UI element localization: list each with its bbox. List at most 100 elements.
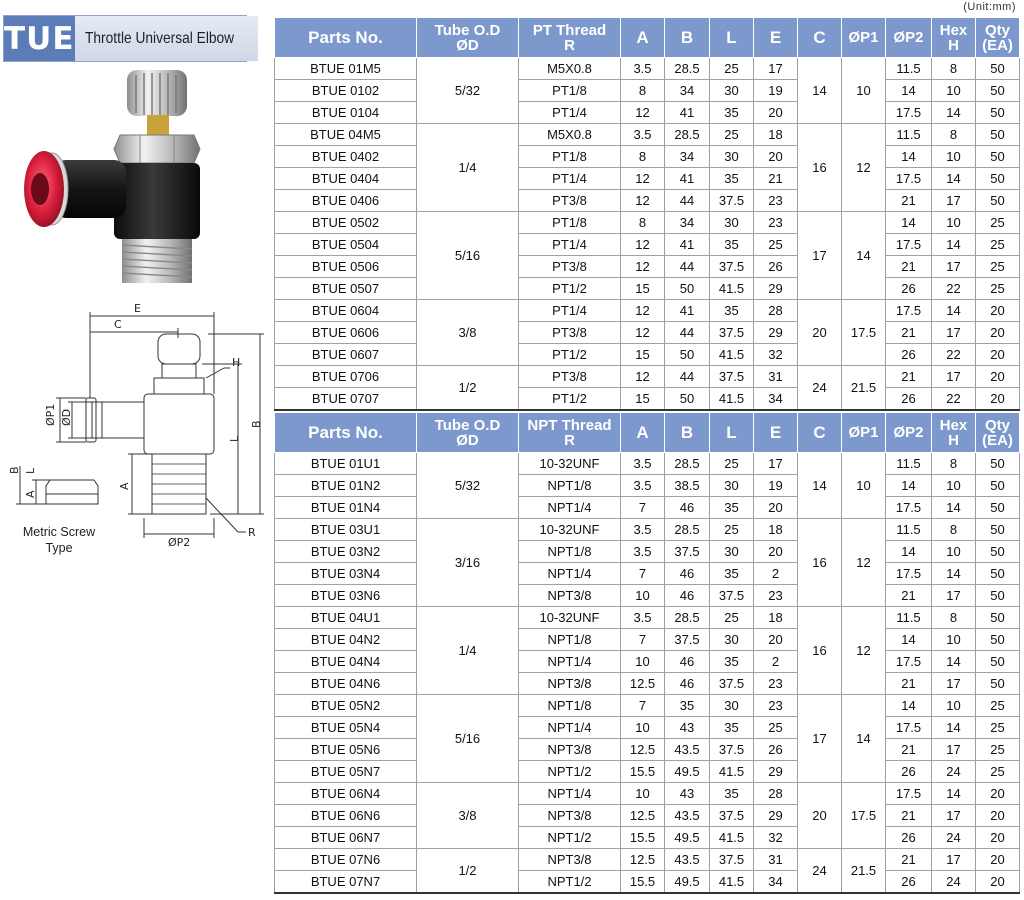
- dim-label: ØP1: [44, 404, 57, 426]
- cell-p1: 10: [841, 57, 886, 124]
- cell-a: 8: [620, 145, 665, 168]
- cell-tube-od: 1/2: [416, 365, 519, 410]
- cell-part-no: BTUE 06N7: [274, 826, 417, 849]
- cell-p2: 21: [885, 804, 932, 827]
- cell-l: 30: [709, 145, 754, 168]
- cell-p2: 17.5: [885, 650, 932, 673]
- brass-stem: [147, 115, 169, 135]
- cell-a: 12: [620, 101, 665, 124]
- col-header-a: A: [620, 17, 665, 58]
- cell-part-no: BTUE 05N7: [274, 760, 417, 783]
- cell-c: 17: [797, 211, 842, 300]
- cell-hex: 10: [931, 211, 976, 234]
- cell-p2: 26: [885, 387, 932, 410]
- cell-tube-od: 3/8: [416, 782, 519, 849]
- cell-b: 46: [664, 496, 710, 519]
- cell-p2: 26: [885, 277, 932, 300]
- dim-label: C: [114, 318, 122, 331]
- cell-qty: 50: [975, 452, 1020, 475]
- cell-e: 28: [753, 782, 798, 805]
- cell-p1: 10: [841, 452, 886, 519]
- cell-hex: 10: [931, 79, 976, 102]
- cell-part-no: BTUE 0706: [274, 365, 417, 388]
- cell-l: 41.5: [709, 277, 754, 300]
- cell-part-no: BTUE 03U1: [274, 518, 417, 541]
- cell-p2: 11.5: [885, 123, 932, 146]
- cell-l: 37.5: [709, 584, 754, 607]
- cell-a: 12: [620, 299, 665, 322]
- cell-b: 44: [664, 189, 710, 212]
- cell-part-no: BTUE 0406: [274, 189, 417, 212]
- cell-qty: 50: [975, 496, 1020, 519]
- cell-b: 50: [664, 387, 710, 410]
- cell-part-no: BTUE 03N2: [274, 540, 417, 563]
- cell-p2: 26: [885, 870, 932, 893]
- cell-thread: NPT1/4: [518, 650, 621, 673]
- cell-thread: NPT1/2: [518, 760, 621, 783]
- dim-label: B: [8, 466, 21, 474]
- cell-l: 25: [709, 123, 754, 146]
- cell-c: 24: [797, 365, 842, 410]
- col-header-a: A: [620, 412, 665, 453]
- cell-p2: 26: [885, 343, 932, 366]
- cell-hex: 8: [931, 123, 976, 146]
- col-header-b: B: [664, 412, 710, 453]
- cell-a: 15.5: [620, 870, 665, 893]
- cell-b: 38.5: [664, 474, 710, 497]
- cell-part-no: BTUE 07N7: [274, 870, 417, 893]
- cell-c: 17: [797, 694, 842, 783]
- cell-hex: 14: [931, 496, 976, 519]
- cell-b: 34: [664, 211, 710, 234]
- cell-b: 46: [664, 672, 710, 695]
- cell-b: 41: [664, 299, 710, 322]
- cell-hex: 14: [931, 782, 976, 805]
- cell-p2: 17.5: [885, 496, 932, 519]
- cell-e: 26: [753, 738, 798, 761]
- cell-p2: 17.5: [885, 167, 932, 190]
- cell-part-no: BTUE 0606: [274, 321, 417, 344]
- cell-e: 2: [753, 650, 798, 673]
- cell-part-no: BTUE 05N2: [274, 694, 417, 717]
- cell-qty: 50: [975, 650, 1020, 673]
- cell-e: 18: [753, 606, 798, 629]
- cell-c: 24: [797, 848, 842, 893]
- cell-part-no: BTUE 0102: [274, 79, 417, 102]
- cell-a: 3.5: [620, 518, 665, 541]
- cell-l: 37.5: [709, 321, 754, 344]
- cell-p2: 26: [885, 760, 932, 783]
- cell-l: 37.5: [709, 365, 754, 388]
- cell-a: 12: [620, 189, 665, 212]
- cell-qty: 25: [975, 211, 1020, 234]
- unit-note: (Unit:mm): [963, 1, 1016, 13]
- cell-b: 44: [664, 321, 710, 344]
- cell-qty: 50: [975, 672, 1020, 695]
- cell-b: 37.5: [664, 540, 710, 563]
- cell-b: 28.5: [664, 123, 710, 146]
- cell-b: 41: [664, 167, 710, 190]
- cell-part-no: BTUE 05N4: [274, 716, 417, 739]
- cell-hex: 8: [931, 57, 976, 80]
- cell-p2: 21: [885, 321, 932, 344]
- cell-p2: 11.5: [885, 518, 932, 541]
- cell-part-no: BTUE 06N6: [274, 804, 417, 827]
- cell-b: 41: [664, 233, 710, 256]
- cell-l: 30: [709, 474, 754, 497]
- cell-p2: 17.5: [885, 299, 932, 322]
- cell-qty: 50: [975, 57, 1020, 80]
- cell-b: 28.5: [664, 518, 710, 541]
- cell-qty: 25: [975, 694, 1020, 717]
- cell-c: 14: [797, 57, 842, 124]
